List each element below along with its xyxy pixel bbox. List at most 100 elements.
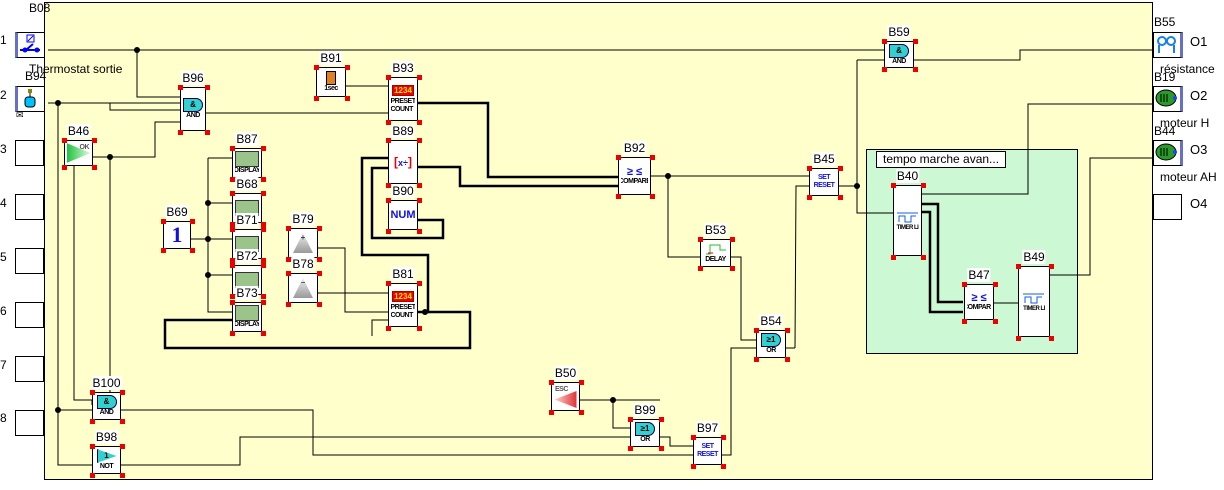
selection-handle[interactable] [417, 120, 422, 125]
selection-handle[interactable] [386, 75, 391, 80]
input-slot-3[interactable] [15, 140, 44, 166]
selection-handle[interactable] [807, 195, 812, 200]
function-block-B100[interactable]: B100&AND [90, 376, 125, 424]
output-slot-O4[interactable] [1153, 194, 1182, 220]
selection-handle[interactable] [579, 380, 584, 385]
selection-handle[interactable] [230, 294, 235, 299]
selection-handle[interactable] [92, 165, 97, 170]
selection-handle[interactable] [386, 183, 391, 188]
selection-handle[interactable] [838, 166, 843, 171]
input-block-B94[interactable] [15, 86, 45, 112]
selection-handle[interactable] [261, 227, 266, 232]
output-block-B55[interactable] [1153, 32, 1183, 58]
selection-handle[interactable] [807, 166, 812, 171]
function-block-B89[interactable]: B89[x÷] [386, 124, 422, 188]
selection-handle[interactable] [286, 257, 291, 262]
selection-handle[interactable] [650, 194, 655, 199]
selection-handle[interactable] [698, 266, 703, 271]
selection-handle[interactable] [120, 444, 125, 449]
selection-handle[interactable] [616, 155, 621, 160]
selection-handle[interactable] [1016, 264, 1021, 269]
selection-handle[interactable] [90, 473, 95, 478]
selection-handle[interactable] [698, 237, 703, 242]
selection-handle[interactable] [993, 319, 998, 324]
selection-handle[interactable] [205, 85, 210, 90]
selection-handle[interactable] [286, 271, 291, 276]
function-block-B92[interactable]: B92≥ ≤COMPARE [616, 141, 655, 199]
selection-handle[interactable] [616, 194, 621, 199]
selection-handle[interactable] [161, 248, 166, 253]
selection-handle[interactable] [386, 326, 391, 331]
selection-handle[interactable] [90, 390, 95, 395]
selection-handle[interactable] [721, 435, 726, 440]
selection-handle[interactable] [730, 266, 735, 271]
selection-handle[interactable] [785, 328, 790, 333]
selection-handle[interactable] [882, 67, 887, 72]
selection-handle[interactable] [261, 331, 266, 336]
selection-handle[interactable] [1049, 336, 1054, 341]
selection-handle[interactable] [90, 419, 95, 424]
selection-handle[interactable] [962, 282, 967, 287]
selection-handle[interactable] [721, 464, 726, 469]
selection-handle[interactable] [417, 229, 422, 234]
selection-handle[interactable] [628, 417, 633, 422]
selection-handle[interactable] [120, 419, 125, 424]
selection-handle[interactable] [993, 282, 998, 287]
selection-handle[interactable] [230, 177, 235, 182]
selection-handle[interactable] [286, 226, 291, 231]
selection-handle[interactable] [838, 195, 843, 200]
group-title[interactable]: tempo marche avan... [876, 151, 1007, 168]
selection-handle[interactable] [286, 302, 291, 307]
selection-handle[interactable] [579, 410, 584, 415]
selection-handle[interactable] [417, 281, 422, 286]
selection-handle[interactable] [785, 357, 790, 362]
input-slot-4[interactable] [15, 194, 44, 220]
selection-handle[interactable] [205, 130, 210, 135]
input-slot-5[interactable] [15, 248, 44, 274]
selection-handle[interactable] [386, 138, 391, 143]
selection-handle[interactable] [120, 390, 125, 395]
input-slot-6[interactable] [15, 302, 44, 328]
selection-handle[interactable] [317, 302, 322, 307]
selection-handle[interactable] [417, 326, 422, 331]
selection-handle[interactable] [417, 183, 422, 188]
selection-handle[interactable] [891, 255, 896, 260]
input-block-B08[interactable] [15, 32, 45, 58]
selection-handle[interactable] [891, 183, 896, 188]
selection-handle[interactable] [659, 446, 664, 451]
input-slot-8[interactable] [15, 410, 44, 436]
selection-handle[interactable] [90, 444, 95, 449]
selection-handle[interactable] [730, 237, 735, 242]
selection-handle[interactable] [92, 138, 97, 143]
selection-handle[interactable] [230, 227, 235, 232]
selection-handle[interactable] [314, 96, 319, 101]
selection-handle[interactable] [190, 248, 195, 253]
selection-handle[interactable] [261, 258, 266, 263]
selection-handle[interactable] [261, 177, 266, 182]
selection-handle[interactable] [178, 85, 183, 90]
selection-handle[interactable] [913, 67, 918, 72]
selection-handle[interactable] [261, 263, 266, 268]
selection-handle[interactable] [691, 464, 696, 469]
selection-handle[interactable] [650, 155, 655, 160]
function-block-B47[interactable]: B47≥ ≤COMPARE [962, 268, 998, 324]
selection-handle[interactable] [628, 446, 633, 451]
output-block-B44[interactable] [1153, 140, 1183, 166]
selection-handle[interactable] [178, 130, 183, 135]
selection-handle[interactable] [317, 226, 322, 231]
selection-handle[interactable] [962, 319, 967, 324]
selection-handle[interactable] [62, 165, 67, 170]
selection-handle[interactable] [161, 219, 166, 224]
selection-handle[interactable] [1049, 264, 1054, 269]
selection-handle[interactable] [549, 380, 554, 385]
